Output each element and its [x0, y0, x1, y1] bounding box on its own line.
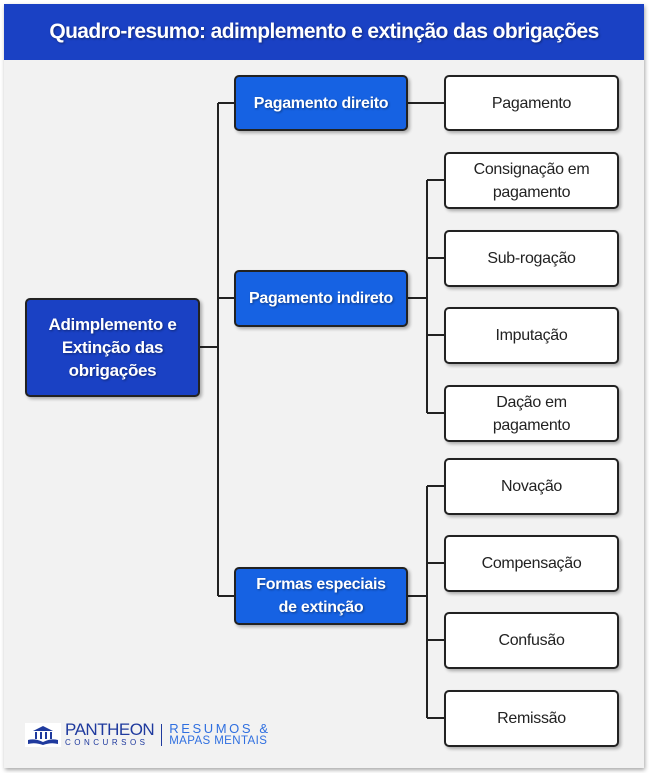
leaf-novacao: Novação	[444, 458, 619, 515]
leaf-consignacao: Consignação em pagamento	[444, 152, 619, 209]
leaf-sub-rogacao: Sub-rogação	[444, 230, 619, 287]
leaf-compensacao: Compensação	[444, 535, 619, 592]
branch-formas-especiais: Formas especiais de extinção	[234, 567, 408, 625]
logo-line2: MAPAS MENTAIS	[169, 735, 268, 747]
page-title: Quadro-resumo: adimplemento e extinção d…	[4, 4, 644, 60]
leaf-imputacao: Imputação	[444, 307, 619, 364]
logo-sub: CONCURSOS	[65, 738, 149, 747]
logo-brand: PANTHEON	[65, 720, 155, 739]
leaf-dacao: Dação em pagamento	[444, 385, 619, 442]
pantheon-logo: PANTHEON CONCURSOS RESUMOS & MAPAS MENTA…	[25, 720, 271, 747]
logo-divider	[161, 723, 163, 746]
root-node: Adimplemento e Extinção das obrigações	[25, 298, 200, 397]
temple-book-icon	[25, 722, 61, 747]
leaf-pagamento: Pagamento	[444, 75, 619, 131]
leaf-remissao: Remissão	[444, 690, 619, 747]
branch-pagamento-direito: Pagamento direito	[234, 75, 408, 131]
leaf-confusao: Confusão	[444, 612, 619, 669]
branch-pagamento-indireto: Pagamento indireto	[234, 270, 408, 327]
logo-line1: RESUMOS &	[169, 721, 271, 736]
